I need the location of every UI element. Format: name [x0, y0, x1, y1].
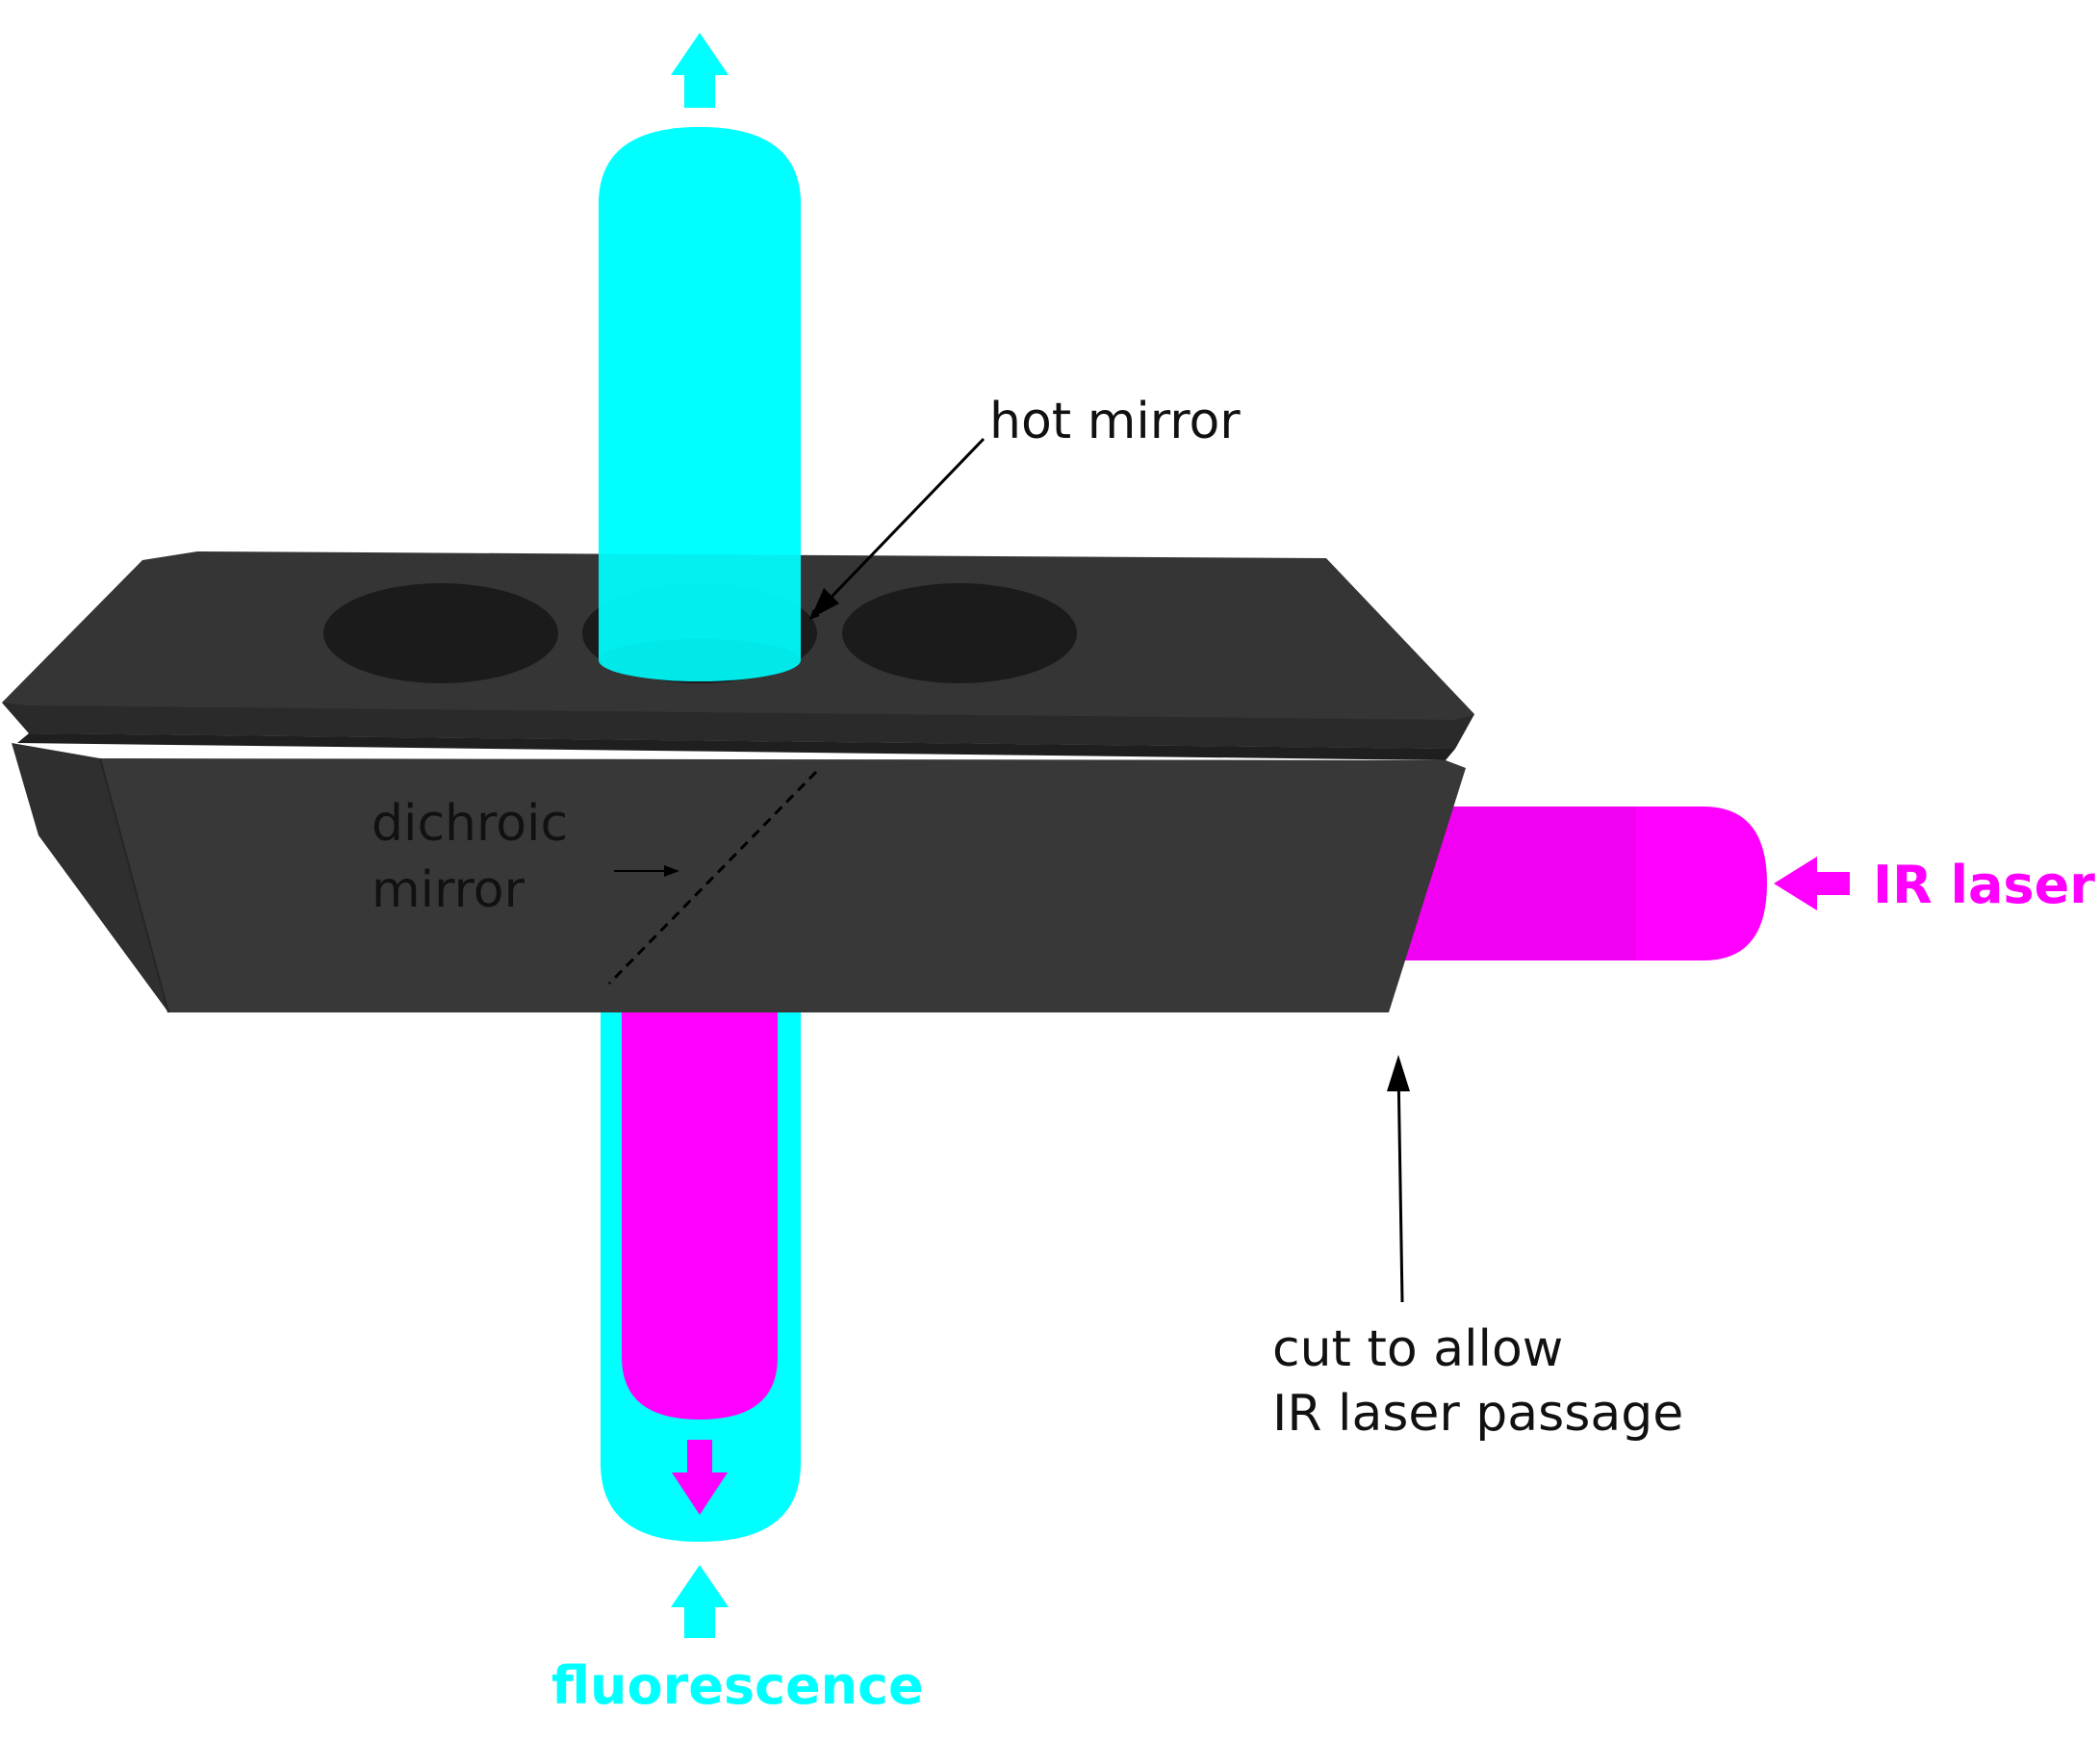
fluorescence-label: fluorescence: [551, 1655, 924, 1716]
dichroic-mirror-line: [607, 770, 818, 986]
dichroic-label-line1: dichroic: [371, 795, 568, 853]
dichroic-label-line2: mirror: [371, 861, 525, 919]
mirror-hole-right: [842, 583, 1077, 683]
ir-laser-input-arrow: [1774, 857, 1850, 910]
beam-cross-section: [599, 639, 801, 681]
cut-pointer: [1396, 1067, 1404, 1303]
block-top-edge: [2, 703, 1474, 749]
block-seam: [17, 733, 1455, 760]
cut-label-line2: IR laser passage: [1272, 1385, 1683, 1443]
ir-laser-label: IR laser: [1873, 855, 2095, 915]
hot-mirror-pointer: [808, 437, 986, 621]
fluorescence-input-arrow: [671, 1565, 729, 1638]
ir-laser-beam-output: [622, 1012, 778, 1420]
fluorescence-exit-arrow: [671, 33, 729, 108]
block-front-face: [100, 758, 1466, 1012]
hot-mirror-label: hot mirror: [989, 393, 1241, 450]
fluorescence-beam-in-hole: [599, 127, 801, 681]
mirror-hole-left: [323, 583, 558, 683]
ir-laser-beam-input: [1386, 806, 1767, 960]
block-left-side: [12, 743, 168, 1012]
ir-output-arrow: [672, 1440, 728, 1515]
cut-label-line1: cut to allow: [1272, 1320, 1563, 1378]
